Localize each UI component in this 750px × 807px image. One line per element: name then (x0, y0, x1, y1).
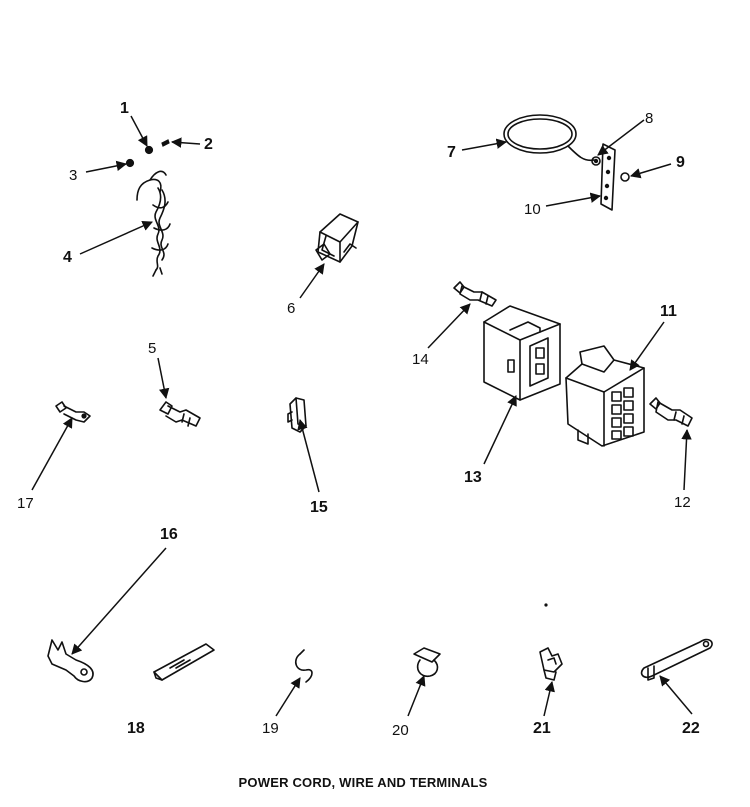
part-1-nut (144, 145, 154, 155)
part-6-switch-bracket (315, 213, 359, 263)
callout-15: 15 (310, 499, 328, 516)
part-13-connector-housing (483, 305, 561, 401)
part-4-power-cord (136, 170, 171, 277)
part-18-splice-connector (153, 643, 215, 681)
callout-6: 6 (287, 300, 295, 317)
part-19-wire-clip (294, 649, 313, 683)
callout-22: 22 (682, 720, 700, 737)
leader-lines (31, 115, 693, 717)
part-8-terminal (591, 156, 601, 166)
part-2-screw (161, 139, 170, 147)
callout-11: 11 (660, 303, 677, 320)
callout-19: 19 (262, 720, 279, 737)
callout-8: 8 (645, 110, 653, 127)
callout-13: 13 (464, 469, 482, 486)
part-9-nut (620, 172, 630, 182)
diagram-caption: POWER CORD, WIRE AND TERMINALS (238, 775, 488, 790)
part-10-ground-strip (600, 143, 616, 211)
callout-labels: 1 2 3 4 5 6 7 8 9 10 11 12 13 14 15 16 1… (17, 100, 700, 739)
callout-14: 14 (412, 351, 429, 368)
part-5-terminal (159, 401, 201, 427)
callout-16: 16 (160, 526, 178, 543)
callout-20: 20 (392, 722, 409, 739)
callout-1: 1 (120, 100, 129, 117)
part-12-socket-terminal (649, 397, 693, 427)
part-17-ring-terminal (55, 401, 91, 423)
stray-dot (544, 603, 548, 607)
callout-9: 9 (676, 154, 685, 171)
part-22-ground-strap (640, 638, 713, 681)
part-21-clamp (539, 647, 563, 681)
callout-5: 5 (148, 340, 156, 357)
callout-7: 7 (447, 144, 456, 161)
part-7-wire-loop (503, 114, 595, 162)
callout-18: 18 (127, 720, 145, 737)
callout-10: 10 (524, 201, 541, 218)
callout-21: 21 (533, 720, 551, 737)
part-11-connector-housing (565, 345, 645, 447)
part-3-washer (125, 158, 135, 168)
callout-3: 3 (69, 167, 77, 184)
callout-4: 4 (63, 249, 72, 266)
part-20-cable-clamp (413, 647, 441, 678)
part-15-clip-terminal (287, 397, 307, 433)
callout-2: 2 (204, 136, 213, 153)
connector-pin-holes (611, 387, 634, 440)
part-16-lug-terminal (47, 639, 94, 683)
part-14-pin-terminal (453, 281, 497, 307)
callout-17: 17 (17, 495, 34, 512)
callout-12: 12 (674, 494, 691, 511)
